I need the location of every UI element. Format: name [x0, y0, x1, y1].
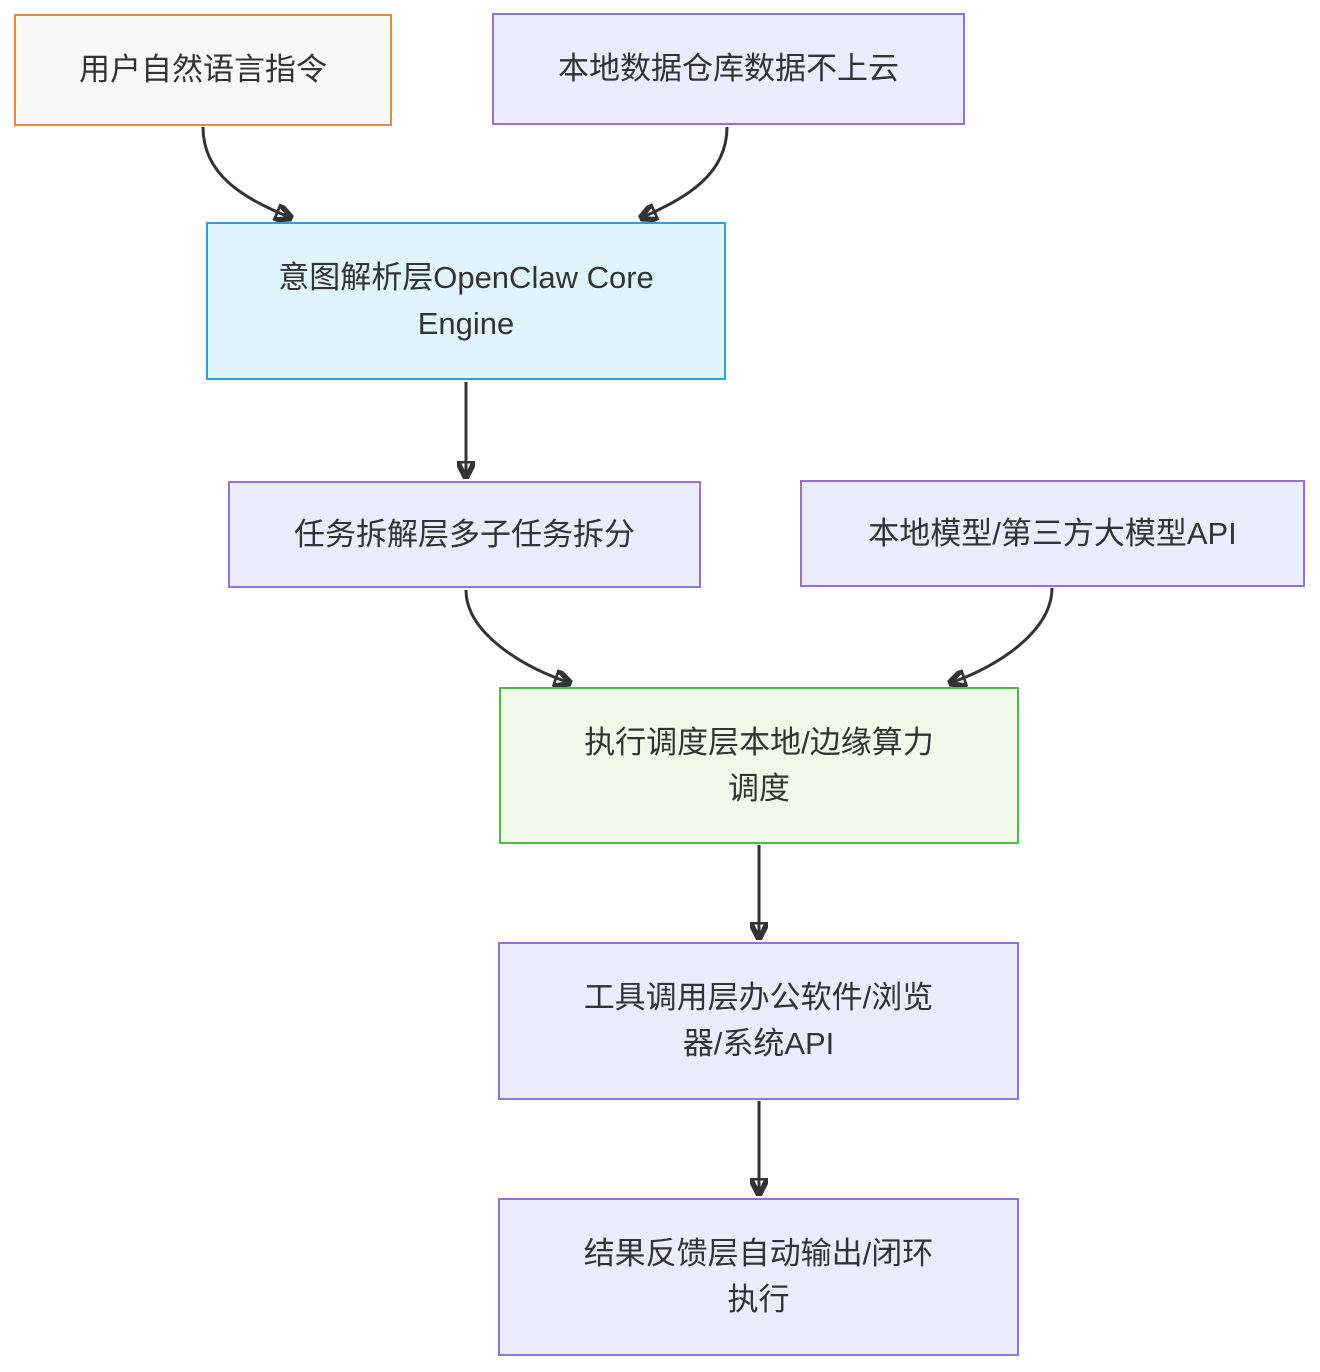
node-local-warehouse-label: 本地数据仓库数据不上云 — [558, 51, 899, 86]
node-model-api: 本地模型/第三方大模型API — [800, 480, 1305, 587]
edge-user-to-intent — [201, 126, 291, 218]
node-local-warehouse: 本地数据仓库数据不上云 — [492, 13, 965, 125]
node-intent-core-engine-label-line1: 意图解析层OpenClaw Core — [278, 260, 654, 295]
node-user-input: 用户自然语言指令 — [14, 14, 392, 126]
node-intent-core-engine: 意图解析层OpenClaw Core Engine — [206, 222, 726, 380]
node-intent-core-engine-label-line2: Engine — [417, 306, 515, 341]
node-result-feedback-label-line2: 执行 — [727, 1282, 790, 1317]
node-execution-scheduler-label-line2: 调度 — [728, 770, 790, 806]
node-result-feedback-label-line1: 结果反馈层自动输出/闭环 — [583, 1236, 934, 1271]
node-user-input-label: 用户自然语言指令 — [79, 52, 327, 87]
node-model-api-label: 本地模型/第三方大模型API — [868, 515, 1237, 551]
node-execution-scheduler-label-line1: 执行调度层本地/边缘算力 — [584, 724, 934, 760]
edge-tasksplit-to-scheduler — [464, 589, 570, 683]
node-task-split: 任务拆解层多子任务拆分 — [228, 481, 701, 588]
node-tool-invocation-label-line2: 器/系统API — [682, 1026, 835, 1061]
edge-warehouse-to-intent — [641, 126, 729, 218]
node-execution-scheduler: 执行调度层本地/边缘算力 调度 — [499, 687, 1019, 844]
node-tool-invocation: 工具调用层办公软件/浏览 器/系统API — [498, 942, 1019, 1100]
node-result-feedback: 结果反馈层自动输出/闭环 执行 — [498, 1198, 1019, 1356]
node-task-split-label: 任务拆解层多子任务拆分 — [294, 516, 635, 552]
edge-modelapi-to-scheduler — [950, 587, 1054, 683]
node-tool-invocation-label-line1: 工具调用层办公软件/浏览 — [583, 980, 934, 1015]
